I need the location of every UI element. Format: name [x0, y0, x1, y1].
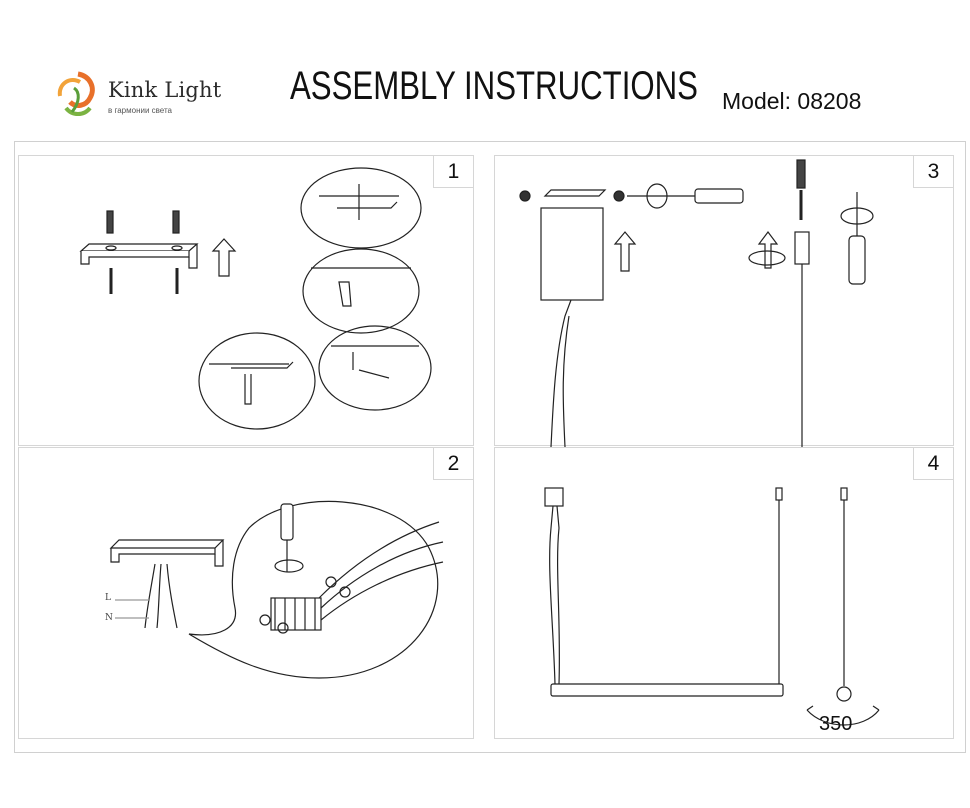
step-number: 2 — [433, 448, 473, 480]
rotation-dimension: 350 — [819, 713, 853, 735]
instructions-frame — [14, 141, 966, 753]
step-1-illustration — [79, 167, 432, 430]
page-title: ASSEMBLY INSTRUCTIONS — [290, 64, 699, 108]
model-number: Model: 08208 — [722, 88, 862, 114]
brand-tagline: в гармонии света — [108, 106, 173, 115]
step-number: 3 — [913, 156, 953, 188]
step-2-panel: 2 — [18, 447, 474, 739]
wire-neutral-label: N — [105, 613, 113, 623]
brand-logo: Kink Light в гармонии света — [50, 68, 250, 124]
step-4-panel: 4 — [494, 447, 954, 739]
step-3-panel: 3 — [494, 155, 954, 447]
brand-name: Kink Light — [108, 78, 222, 102]
step-number: 1 — [433, 156, 473, 188]
step-4-illustration — [544, 487, 880, 726]
step-number: 4 — [913, 448, 953, 480]
step-2-illustration: L N — [105, 500, 444, 679]
step-1-panel: 1 — [18, 155, 474, 446]
step-3-illustration — [519, 159, 874, 447]
wire-line-label: L — [105, 593, 111, 603]
brand-logo-icon — [57, 71, 95, 116]
